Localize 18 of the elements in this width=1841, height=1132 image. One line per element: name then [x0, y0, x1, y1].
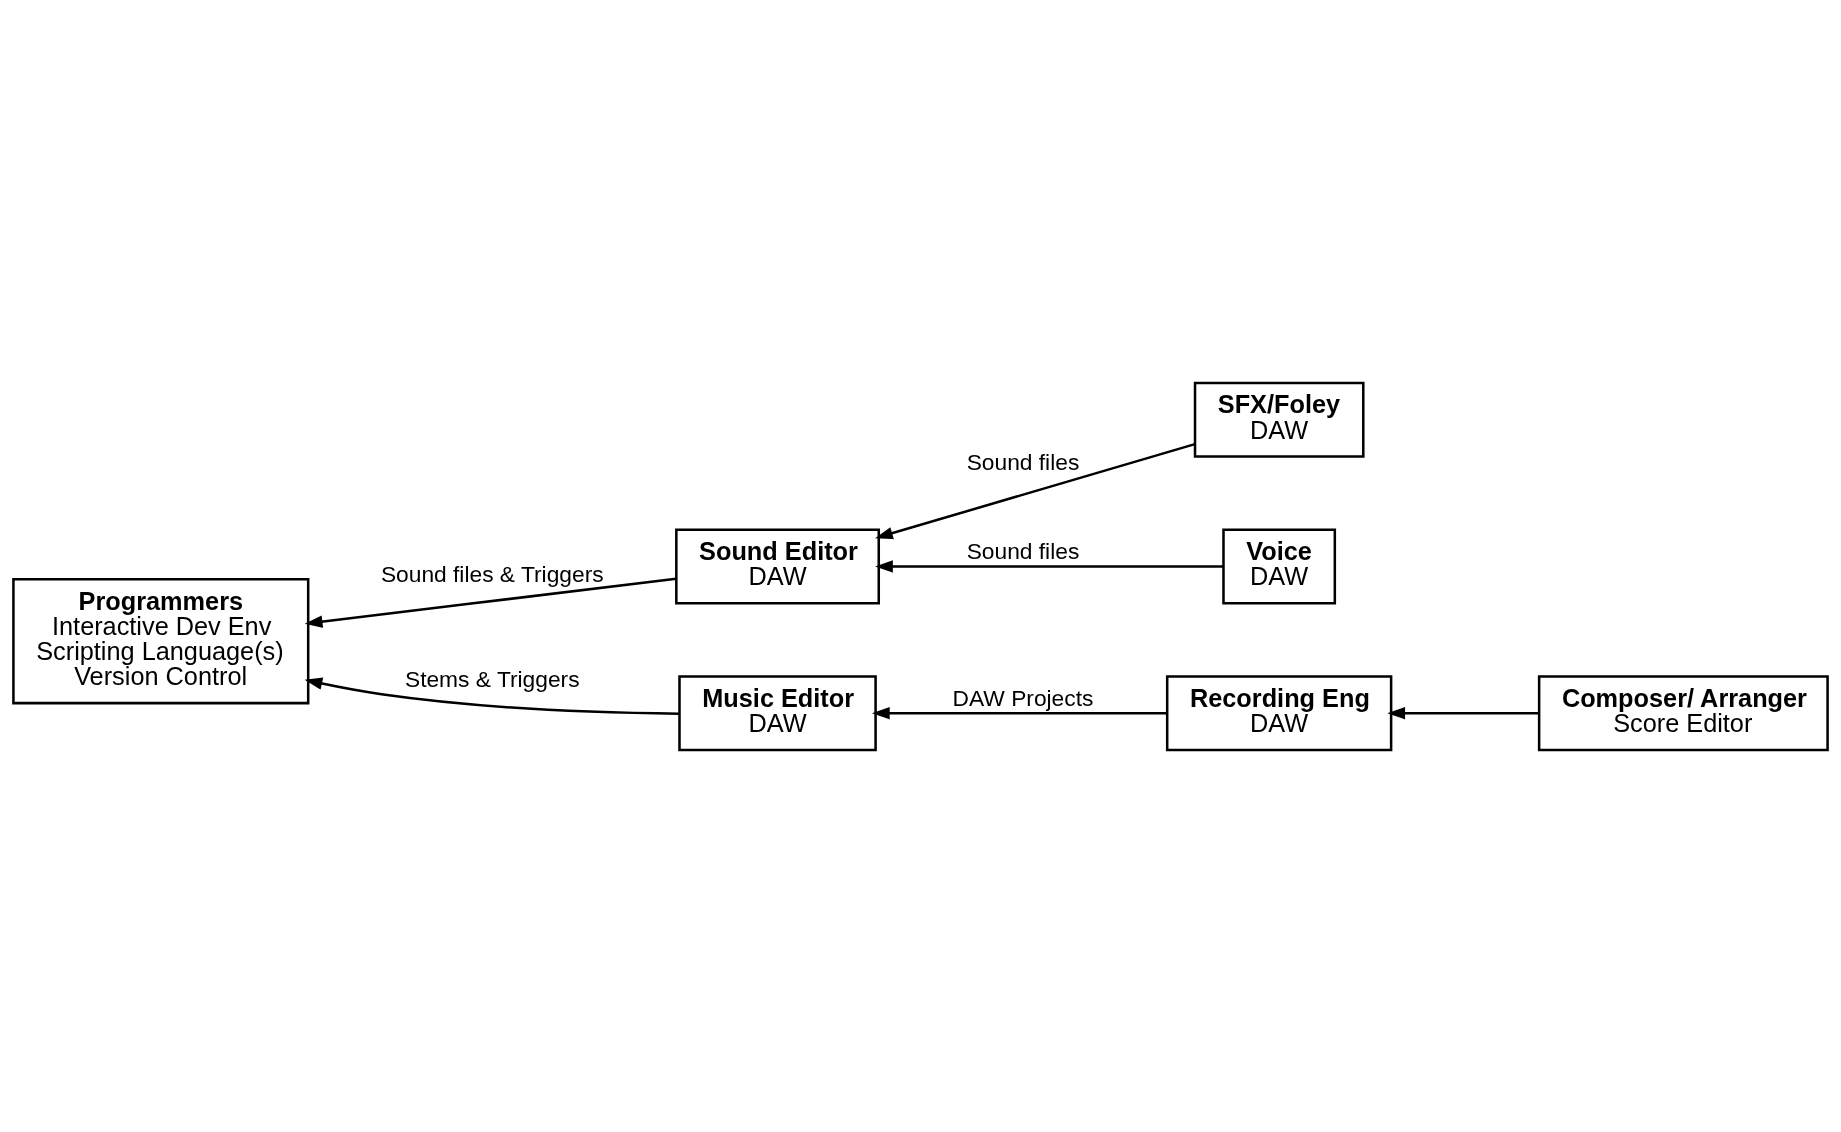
node-box: Voice DAW	[1222, 528, 1337, 604]
arrow	[304, 676, 680, 715]
node-box: Music Editor DAW	[678, 674, 877, 751]
edge-label: Sound files	[966, 448, 1080, 475]
arrow	[875, 442, 1196, 539]
edge-label: Sound files & Triggers	[380, 560, 604, 587]
node-box: Programmers Interactive Dev Env Scripting Language(s) Version Control	[12, 577, 310, 704]
node-box: Recording Eng DAW	[1165, 674, 1393, 751]
arrow	[304, 576, 677, 628]
node-box: SFX/Foley DAW	[1193, 381, 1365, 458]
edge-label: Stems & Triggers	[404, 665, 580, 692]
edge-label: DAW Projects	[952, 684, 1094, 711]
arrow	[875, 559, 1224, 573]
edge-label: Sound files	[966, 537, 1080, 564]
arrow	[871, 706, 1168, 719]
node-box: Sound Editor DAW	[675, 528, 880, 604]
arrow	[1387, 706, 1539, 719]
node-box: Composer/ Arranger Score Editor	[1537, 674, 1829, 751]
